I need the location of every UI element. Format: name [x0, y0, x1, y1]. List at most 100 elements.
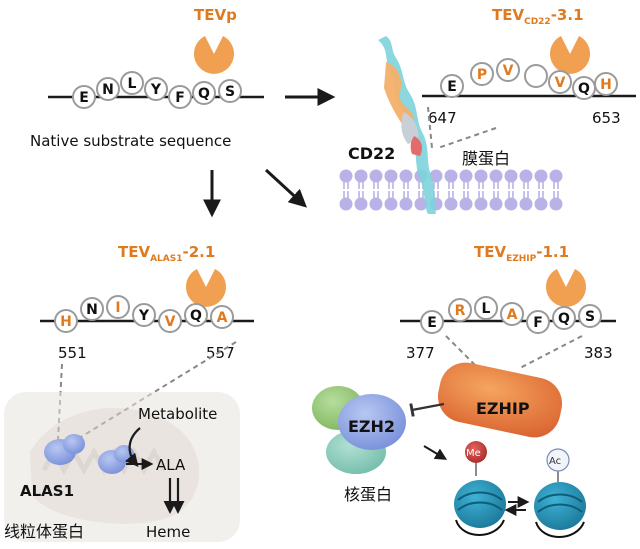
ezhip-dashed-link — [519, 335, 583, 369]
ezhip-bead-letter: R — [455, 303, 466, 319]
cd22-protein-label: CD22 — [348, 144, 395, 163]
protein-icon — [437, 362, 563, 438]
cd22-bead-letter: V — [555, 75, 566, 91]
native-bead-letter: L — [128, 76, 137, 92]
ezhip-bead — [448, 298, 472, 322]
tev-scissor-icon — [186, 269, 226, 307]
alas1-variant-label: TEVALAS1-2.1 — [118, 243, 215, 264]
cd22-bead — [548, 70, 572, 94]
native-bead — [192, 81, 216, 105]
alas1-bead-letter: N — [86, 302, 98, 318]
protein-icon — [378, 36, 436, 214]
ezhip-protein-label: EZHIP — [476, 399, 530, 418]
native-bead-letter: F — [175, 90, 185, 106]
ezhip-bead — [500, 302, 524, 326]
native-bead — [218, 79, 242, 103]
ezhip-bead-letter: L — [482, 301, 491, 317]
ezhip-bead — [578, 304, 602, 328]
alas1-bead-letter: V — [165, 314, 176, 330]
alas1-heme-label: Heme — [146, 523, 190, 541]
alas1-bead-letter: Y — [138, 308, 150, 324]
native-bead — [120, 71, 144, 95]
cd22-bead — [594, 72, 618, 96]
alas1-bead — [54, 309, 78, 333]
flow-arrows — [203, 88, 336, 218]
ezhip-bead-letter: F — [533, 315, 543, 331]
alas1-bead-letter: I — [115, 300, 120, 316]
native-enzyme-label: TEVp — [194, 6, 237, 24]
ezhip-bead-letter: S — [585, 309, 595, 325]
arrow-to-ezhip — [264, 168, 307, 208]
ezhip-bead — [526, 310, 550, 334]
cd22-bead-letter: V — [503, 63, 514, 79]
alas1-end-residue: 557 — [206, 344, 235, 362]
ezhip-bead-letter: Q — [558, 311, 570, 327]
alas1-bead — [184, 303, 208, 327]
ezhip-bead — [552, 306, 576, 330]
nucleosome-icon: Me — [454, 441, 506, 536]
ezh2-to-nucleosome-arrow — [423, 445, 448, 460]
cd22-bead-letter: P — [477, 67, 487, 83]
cd22-bead-letter: Q — [578, 81, 590, 97]
ac-mark-label: Ac — [549, 456, 561, 467]
cd22-bead-letter: E — [447, 79, 457, 95]
cd22-location-label: 膜蛋白 — [462, 149, 510, 168]
cd22-start-residue: 647 — [428, 109, 457, 127]
native-bead-letter: Q — [198, 86, 210, 102]
alas1-bead — [158, 309, 182, 333]
me-mark-label: Me — [466, 448, 481, 459]
ezhip-bead — [474, 296, 498, 320]
protein-icon — [312, 386, 406, 474]
native-bead-letter: E — [79, 90, 89, 106]
cd22-bead — [470, 62, 494, 86]
alas1-bead — [80, 297, 104, 321]
tev-scissor-icon — [194, 36, 234, 74]
native-bead — [72, 85, 96, 109]
alas1-bead-letter: H — [60, 314, 72, 330]
cd22-bead — [496, 58, 520, 82]
alas1-bead — [106, 295, 130, 319]
alas1-metabolite-label: Metabolite — [138, 405, 217, 423]
ezhip-bead — [420, 310, 444, 334]
cd22-dashed-link — [437, 127, 497, 149]
tev-scissor-icon — [546, 269, 586, 307]
alas1-bead-letter: Q — [190, 308, 202, 324]
ezhip-end-residue: 383 — [584, 344, 613, 362]
membrane-icon — [339, 169, 563, 211]
inhibition-line — [409, 402, 445, 417]
cd22-end-residue: 653 — [592, 109, 621, 127]
alas1-protein-label: ALAS1 — [20, 482, 74, 500]
native-bead — [144, 77, 168, 101]
ezhip-bead-letter: E — [427, 315, 437, 331]
alas1-bead — [210, 305, 234, 329]
nucleosome-icon: Ac — [534, 448, 586, 538]
ezh2-label: EZH2 — [348, 417, 395, 436]
native-bead — [96, 77, 120, 101]
metabolite-arrow — [125, 427, 141, 468]
cd22-dashed-link — [427, 106, 433, 149]
ezhip-location-label: 核蛋白 — [344, 485, 392, 504]
ezhip-start-residue: 377 — [406, 344, 435, 362]
tev-scissor-icon — [550, 36, 590, 74]
alas1-start-residue: 551 — [58, 344, 87, 362]
alas1-bead — [132, 303, 156, 327]
native-bead-letter: S — [225, 84, 235, 100]
cd22-variant-label: TEVCD22-3.1 — [492, 6, 584, 27]
cd22-bead-letter: H — [600, 77, 612, 93]
native-bead — [168, 85, 192, 109]
cd22-bead — [524, 64, 548, 88]
native-bead-letter: Y — [150, 82, 162, 98]
alas1-location-label: 线粒体蛋白 — [4, 522, 84, 541]
native-bead-letter: N — [102, 82, 114, 98]
ezhip-bead-letter: A — [507, 307, 518, 323]
alas1-bead-letter: A — [217, 310, 228, 326]
alas1-ala-label: ALA — [156, 456, 186, 474]
